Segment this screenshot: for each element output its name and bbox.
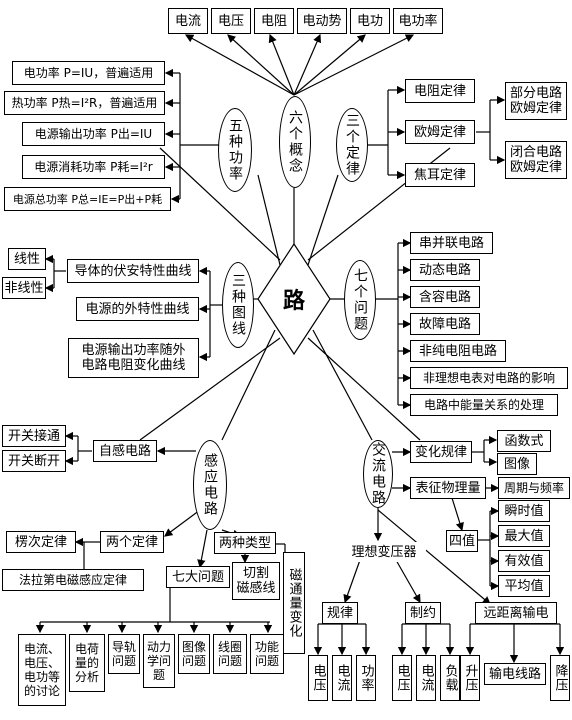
concept-current: 电流 (168, 8, 208, 34)
transformer-law: 规律 (322, 602, 358, 624)
five-powers-hub: 五种功率 (218, 108, 252, 192)
curve-power-vs-r: 电源输出功率随外 电路电阻变化曲线 (68, 338, 199, 378)
problem-dynamic: 动态电路 (410, 259, 480, 281)
curve-nonlinear: 非线性 (2, 277, 46, 299)
ac-hub: 交流电路 (363, 440, 393, 508)
law-resistance: 电阻定律 (405, 79, 475, 103)
center-node: 路 (258, 244, 330, 354)
concept-voltage: 电压 (211, 8, 251, 34)
problem-fault: 故障电路 (410, 313, 480, 335)
induction-problem-2: 电荷 量的 分析 (69, 634, 105, 692)
induction-problem-3: 导轨 问题 (108, 634, 140, 674)
ac-period-frequency: 周期与频率 (498, 477, 570, 499)
induction-hub: 感应电路 (193, 440, 227, 530)
long-distance-transmission: 远距离输电 (475, 602, 557, 624)
ac-physical-quantities: 表征物理量 (410, 477, 486, 499)
ideal-transformer: 理想变压器 (342, 542, 426, 562)
constraint-current: 电流 (416, 655, 436, 701)
two-types: 两种类型 (214, 532, 276, 554)
induction-problem-5: 图像 问题 (178, 634, 210, 674)
law-power: 功率 (356, 655, 376, 701)
step-down: 降压 (550, 655, 570, 701)
three-laws-hub: 三个定律 (336, 108, 368, 182)
law-voltage: 电压 (308, 655, 328, 701)
constraint-voltage: 电压 (392, 655, 412, 701)
center-diamond (257, 242, 331, 356)
ac-instant-value: 瞬时值 (498, 500, 550, 522)
problem-series-parallel: 串并联电路 (410, 232, 493, 254)
law-joule: 焦耳定律 (405, 163, 475, 187)
concept-resistance: 电阻 (254, 8, 294, 34)
power-electric: 电功率 P=IU，普遍适用 (12, 61, 165, 85)
ac-max-value: 最大值 (498, 525, 550, 547)
flux-change: 磁通量变化 (283, 552, 305, 654)
induction-problem-7: 功能 问题 (250, 634, 284, 674)
law-ohm: 欧姆定律 (405, 120, 475, 144)
induction-problem-4: 动力 学问 题 (143, 634, 175, 688)
concept-emf: 电动势 (297, 8, 347, 34)
ac-function: 函数式 (497, 430, 551, 452)
two-laws: 两个定律 (100, 531, 164, 553)
law-closed-ohm: 闭合电路 欧姆定律 (505, 141, 567, 179)
curve-volt-ampere: 导体的伏安特性曲线 (67, 259, 199, 283)
curve-source-output: 电源的外特性曲线 (76, 297, 199, 321)
law-partial-ohm: 部分电路 欧姆定律 (505, 82, 567, 120)
step-up: 升压 (460, 655, 480, 701)
curve-linear: 线性 (8, 248, 46, 270)
ac-four-values: 四值 (446, 530, 478, 552)
power-heat: 热功率 P热=I²R，普遍适用 (4, 91, 165, 115)
problem-capacitor: 含容电路 (410, 286, 480, 308)
self-induction: 自感电路 (93, 440, 157, 462)
constraint-load: 负载 (440, 655, 460, 701)
power-total: 电源总功率 P总=IE=P出+P耗 (4, 187, 171, 211)
induction-problem-6: 线圈 问题 (213, 634, 247, 674)
power-consumed: 电源消耗功率 P耗=I²r (22, 155, 165, 179)
switch-off: 开关断开 (2, 450, 66, 472)
switch-on: 开关接通 (2, 425, 66, 447)
ac-rms-value: 有效值 (498, 550, 550, 572)
concept-power: 电功率 (393, 8, 443, 34)
seven-problems-hub: 七个问题 (344, 260, 376, 340)
ac-graph: 图像 (497, 453, 537, 475)
transformer-constraint: 制约 (405, 602, 441, 624)
three-curves-hub: 三种图线 (222, 262, 254, 348)
law-current: 电流 (332, 655, 352, 701)
power-output: 电源输出功率 P出=IU (22, 122, 165, 146)
ac-variation-rule: 变化规律 (410, 441, 472, 463)
six-concepts-hub: 六个概念 (279, 96, 311, 188)
lenz-law: 楞次定律 (6, 531, 76, 553)
problem-energy: 电路中能量关系的处理 (410, 394, 558, 416)
induction-problem-1: 电流、 电压、 电功等 的讨论 (18, 634, 66, 706)
seven-big-problems: 七大问题 (166, 566, 230, 588)
cutting-field-lines: 切割 磁感线 (232, 562, 280, 600)
transmission-line: 输电线路 (484, 663, 546, 685)
concept-work: 电功 (350, 8, 390, 34)
problem-nonpure-resistance: 非纯电阻电路 (410, 340, 506, 362)
faraday-law: 法拉第电磁感应定律 (2, 569, 144, 591)
center-label: 路 (282, 289, 305, 314)
ac-average-value: 平均值 (498, 575, 550, 597)
problem-nonideal-meter: 非理想电表对电路的影响 (410, 367, 568, 389)
